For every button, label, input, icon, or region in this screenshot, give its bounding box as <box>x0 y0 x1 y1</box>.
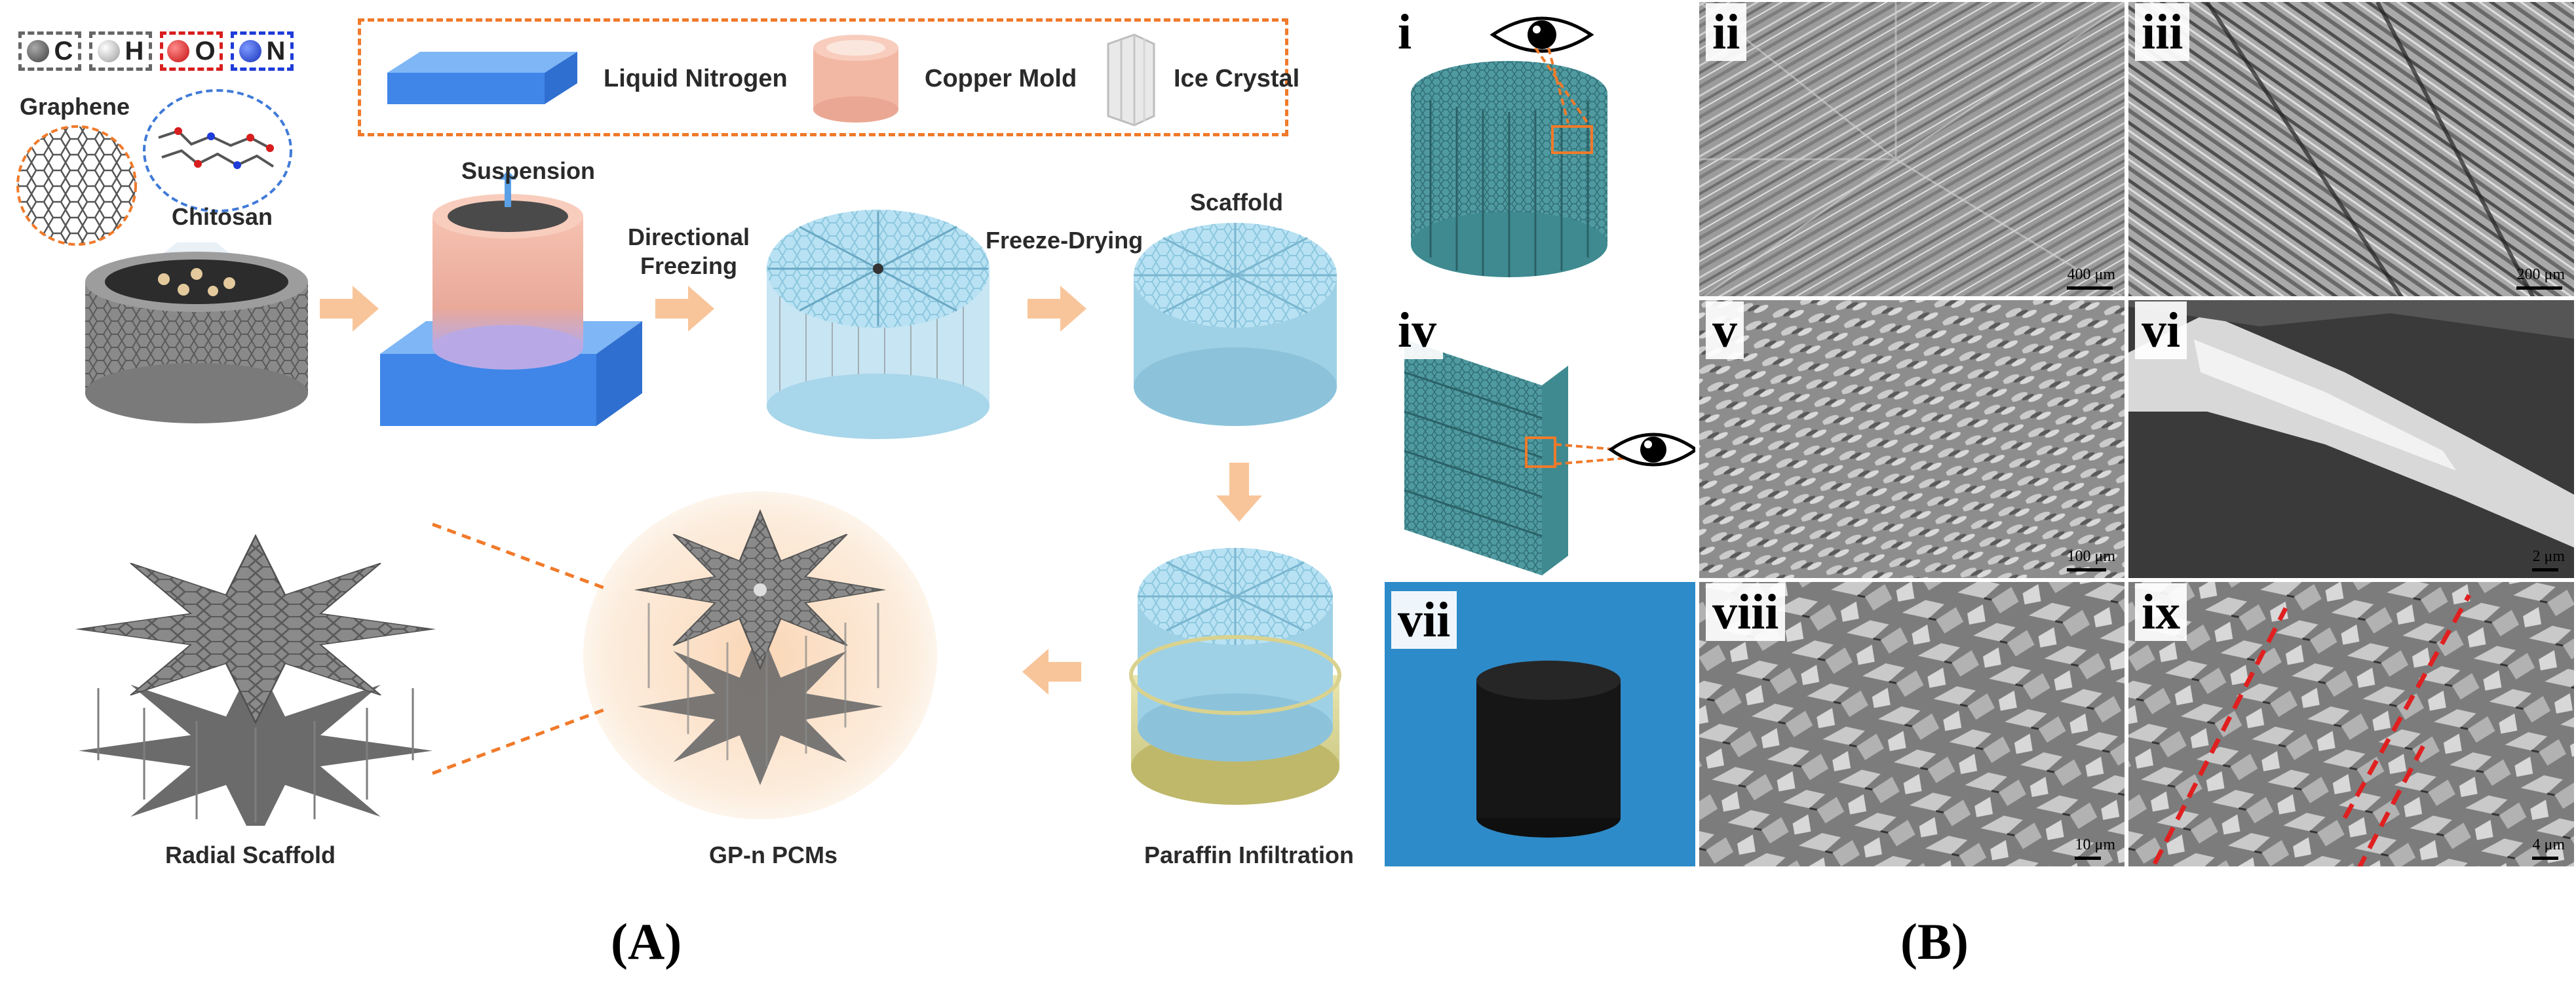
sem-panel-ii: ii 400 μm <box>1697 0 2126 298</box>
panel-a: C H O N Liquid Nitrogen Copper Mold <box>0 0 1370 970</box>
label-i: i <box>1391 3 1419 61</box>
ice-crystal-label: Ice Crystal <box>1174 65 1300 92</box>
directional-freezing-label: Directional Freezing <box>628 223 750 279</box>
atom-c-icon <box>26 40 49 62</box>
sem-panel-ix: ix 4 μm <box>2126 580 2576 868</box>
ice-crystal-icon <box>1107 33 1155 126</box>
gp-n-pcms <box>583 492 937 819</box>
label-viii: viii <box>1706 583 1786 641</box>
dried-scaffold <box>1134 223 1337 426</box>
panel-b-caption: (B) <box>1900 913 1969 970</box>
cylinder-schematic-iv <box>1404 339 1568 575</box>
scale-bar-vi: 2 μm <box>2532 548 2565 571</box>
copper-mold-icon <box>813 35 898 123</box>
label-vi: vi <box>2135 301 2187 359</box>
radial-scaffold-label: Radial Scaffold <box>165 842 336 868</box>
atom-o-symbol: O <box>195 36 216 66</box>
freeze-drying-label: Freeze-Drying <box>986 227 1144 254</box>
scale-bar-viii: 10 μm <box>2075 836 2115 860</box>
sem-image-v <box>1699 300 2124 578</box>
suspension-label: Suspension <box>461 157 596 184</box>
scale-text-viii: 10 μm <box>2075 836 2115 853</box>
gp-n-pcms-label: GP-n PCMs <box>709 842 838 868</box>
label-ii: ii <box>1706 3 1747 61</box>
paraffin-scaffold <box>1129 548 1341 805</box>
graphene-circle <box>16 125 137 246</box>
scale-bar-v: 100 μm <box>2067 548 2115 571</box>
freezing-setup <box>380 170 642 426</box>
sem-panel-vii: vii <box>1383 580 1697 868</box>
scale-text-ii: 400 μm <box>2067 266 2115 283</box>
arrow-3-icon <box>1028 286 1086 332</box>
atom-legend-c: C <box>18 31 81 71</box>
sem-panel-vi: vi 2 μm <box>2126 298 2576 580</box>
sem-panel-v: v 100 μm <box>1697 298 2126 580</box>
arrow-1-icon <box>320 286 379 332</box>
cylinder-schematic-i <box>1411 61 1607 277</box>
scale-text-iii: 200 μm <box>2516 266 2565 283</box>
sem-image-vi <box>2128 300 2574 578</box>
scaffold-label: Scaffold <box>1190 189 1284 216</box>
atom-c-symbol: C <box>54 36 73 66</box>
sample-photo-vii <box>1476 661 1621 838</box>
sem-panel-i: i <box>1383 0 1697 298</box>
atom-h-symbol: H <box>125 36 144 66</box>
material-legend: Liquid Nitrogen Copper Mold Ice Crystal <box>358 18 1299 136</box>
label-iii: iii <box>2135 3 2190 61</box>
arrow-2-icon <box>655 286 714 332</box>
label-iv: iv <box>1391 301 1444 359</box>
scale-bar-ii: 400 μm <box>2067 266 2115 290</box>
scale-text-ix: 4 μm <box>2532 836 2565 853</box>
scale-text-v: 100 μm <box>2067 548 2115 565</box>
sem-panel-iv: iv <box>1383 298 1697 580</box>
suspension-beaker <box>85 242 308 423</box>
sem-image-ii <box>1699 2 2124 296</box>
atom-o-icon <box>167 40 190 62</box>
arrow-down-icon <box>1216 463 1262 522</box>
copper-mold-label: Copper Mold <box>925 65 1077 92</box>
atom-h-icon <box>97 40 120 62</box>
chitosan-label: Chitosan <box>172 203 273 230</box>
atom-legend: C H O N <box>18 31 294 73</box>
atom-legend-h: H <box>89 31 152 71</box>
frozen-scaffold <box>767 210 990 439</box>
atom-n-symbol: N <box>266 36 286 66</box>
scale-bar-ix: 4 μm <box>2532 836 2565 860</box>
graphene-label: Graphene <box>20 93 130 120</box>
sem-panel-iii: iii 200 μm <box>2126 0 2576 298</box>
panel-a-caption: (A) <box>611 913 682 970</box>
radial-scaffold <box>77 535 434 826</box>
scale-text-vi: 2 μm <box>2532 548 2565 565</box>
eye-icon-i <box>1490 16 1594 53</box>
chitosan-circle <box>143 89 292 212</box>
atom-legend-n: N <box>231 31 294 71</box>
zoom-connector-lines <box>432 522 610 775</box>
liquid-nitrogen-label: Liquid Nitrogen <box>604 65 788 92</box>
label-v: v <box>1706 301 1744 359</box>
label-ix: ix <box>2135 583 2187 641</box>
panel-b: i ii 400 μm iii 200 μm <box>1383 0 2576 987</box>
sem-image-iii <box>2128 2 2574 296</box>
atom-legend-o: O <box>160 31 223 71</box>
sem-image-ix <box>2128 582 2574 866</box>
liquid-nitrogen-icon <box>387 52 577 104</box>
arrow-left-icon <box>1022 649 1081 695</box>
eye-line-i <box>1534 48 1589 125</box>
eye-icon-iv <box>1607 433 1695 467</box>
atom-n-icon <box>239 40 261 62</box>
paraffin-infiltration-label: Paraffin Infiltration <box>1144 842 1355 868</box>
scale-bar-iii: 200 μm <box>2516 266 2565 290</box>
sem-panel-viii: viii 10 μm <box>1697 580 2126 868</box>
label-vii: vii <box>1391 591 1457 649</box>
